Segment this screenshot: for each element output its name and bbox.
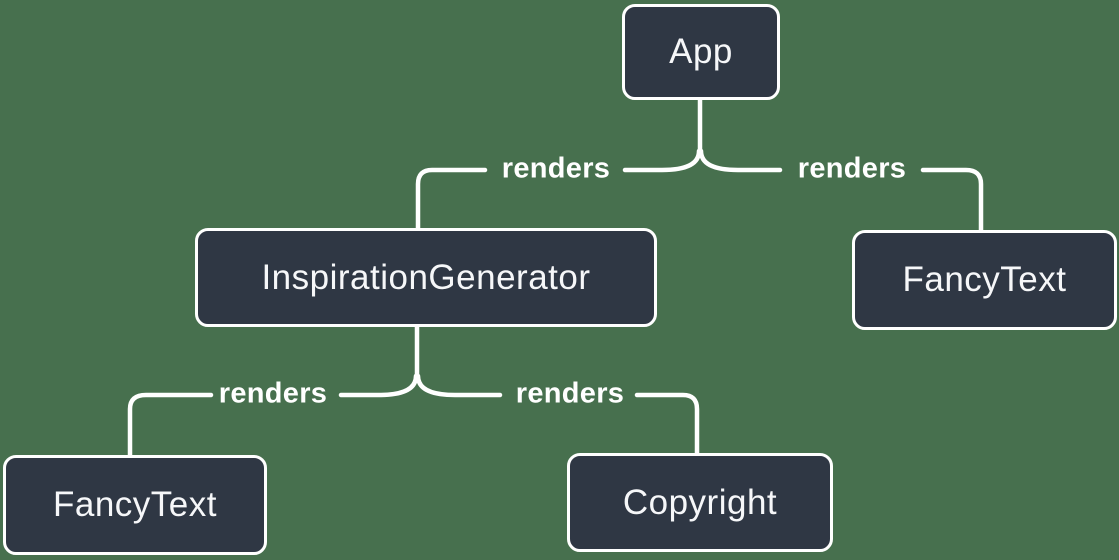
- edge-inspirationgenerator-to-fancytext: [127, 373, 419, 458]
- node-fancy-text-right-label: FancyText: [902, 260, 1067, 299]
- node-inspiration-generator: InspirationGenerator: [195, 228, 657, 327]
- node-copyright: Copyright: [567, 453, 833, 552]
- node-fancy-text-bottom: FancyText: [3, 455, 267, 555]
- node-app-label: App: [669, 32, 733, 71]
- edge-label-app-fancytext: renders: [797, 152, 907, 185]
- edge-label-inspirationgenerator-copyright: renders: [515, 377, 625, 410]
- node-copyright-label: Copyright: [622, 482, 778, 522]
- node-app: App: [622, 4, 780, 100]
- edge-app-to-inspirationgenerator: [415, 148, 702, 231]
- edge-inspirationgenerator-to-copyright: [415, 373, 700, 456]
- node-fancy-text-bottom-label: FancyText: [53, 485, 217, 524]
- node-inspiration-generator-label: InspirationGenerator: [261, 257, 591, 297]
- edge-label-inspirationgenerator-fancytext: renders: [218, 377, 328, 410]
- edge-app-to-fancytext: [698, 148, 984, 233]
- edge-label-app-inspirationgenerator: renders: [501, 152, 611, 185]
- node-fancy-text-right: FancyText: [852, 230, 1117, 330]
